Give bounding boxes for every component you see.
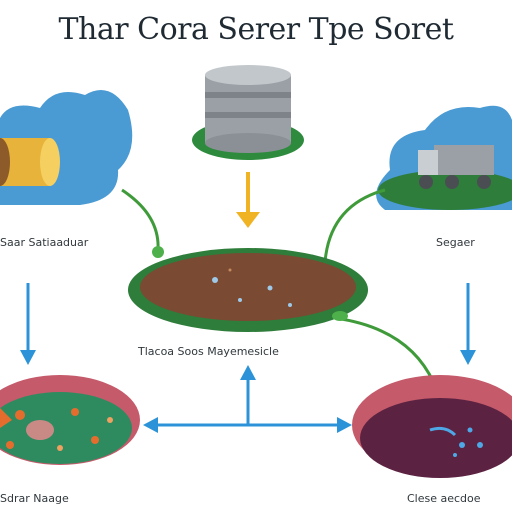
compost-bowl-icon xyxy=(0,375,140,465)
cloud-cylinder-icon xyxy=(0,90,133,205)
bottom-right-label: Clese aecdoe xyxy=(407,492,481,505)
top-left-label: Saar Satiaaduar xyxy=(0,236,89,249)
water-bowl-icon xyxy=(352,375,512,478)
yellow-down-arrow xyxy=(236,172,260,228)
left-stem xyxy=(121,188,160,251)
right-stem xyxy=(323,188,386,263)
center-stem-leaf xyxy=(332,311,348,321)
diagram-title: Thar Cora Serer Tpe Soret xyxy=(58,12,454,47)
blue-arrow-right-down xyxy=(460,283,476,365)
blue-arrow-horizontal xyxy=(143,417,352,433)
blue-arrow-left-down xyxy=(20,283,36,365)
left-stem-leaf xyxy=(152,246,164,258)
center-label: Tlacoa Soos Mayemesicle xyxy=(138,345,279,358)
storage-tank-icon xyxy=(192,65,304,160)
bottom-left-label: Sdrar Naage xyxy=(0,492,69,505)
top-right-label: Segaer xyxy=(436,236,475,249)
soil-bowl-icon xyxy=(128,248,368,332)
blue-arrow-up xyxy=(240,365,256,425)
cloud-truck-icon xyxy=(376,105,512,210)
